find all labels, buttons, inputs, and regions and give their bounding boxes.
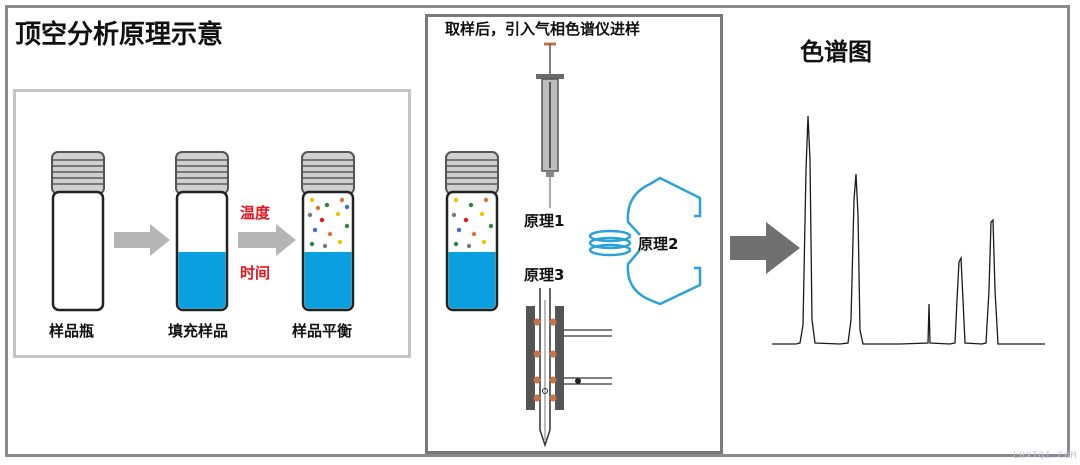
watermark: LHXTQI.COM (1013, 451, 1078, 461)
equilibrated-vial (301, 151, 355, 312)
syringe-icon (536, 42, 564, 208)
outer-frame (5, 5, 1070, 457)
step-label-vial: 样品瓶 (49, 322, 95, 340)
vapor-particles (451, 197, 494, 249)
to-chromatogram-arrow (730, 222, 800, 274)
vial-steps-panel (13, 89, 411, 358)
principle-2-label: 原理2 (638, 235, 679, 253)
condition-time: 时间 (240, 264, 271, 282)
headspace-vial (445, 151, 499, 312)
principle-1-label: 原理1 (524, 212, 565, 230)
step-arrow (114, 224, 170, 256)
chromatogram-title: 色谱图 (800, 38, 872, 66)
step-arrow (238, 224, 296, 256)
chromatogram-trace (772, 115, 1045, 345)
valve-needle-assembly (526, 288, 612, 448)
condition-temperature: 温度 (240, 204, 271, 222)
sampling-panel (425, 14, 723, 454)
step-label-fill: 填充样品 (168, 322, 229, 340)
sampling-title: 取样后，引入气相色谱仪进样 (445, 20, 641, 38)
vapor-particles (307, 197, 350, 249)
filled-vial (175, 151, 229, 312)
main-title: 顶空分析原理示意 (15, 20, 224, 50)
empty-vial (51, 151, 105, 312)
transfer-coil-icon (588, 176, 702, 306)
principle-3-label: 原理3 (524, 266, 565, 284)
step-label-equilibrate: 样品平衡 (292, 322, 353, 340)
